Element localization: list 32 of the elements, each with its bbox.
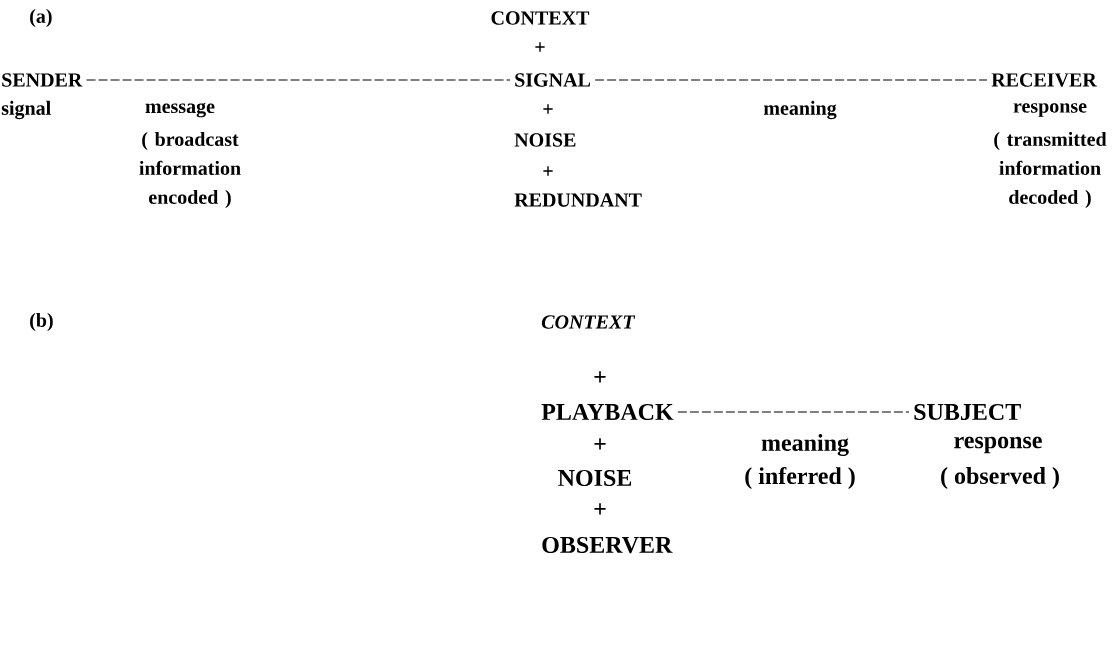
text-label: response xyxy=(954,436,1042,454)
text-label: ( observed ) xyxy=(941,467,1059,489)
text-label: meaning xyxy=(763,100,837,120)
node-label: SUBJECT xyxy=(914,403,1021,421)
text-label: + xyxy=(594,371,606,383)
text-label: (a) xyxy=(30,8,52,28)
text-label: REDUNDANT xyxy=(514,193,642,207)
text-label: NOISE xyxy=(558,469,632,487)
text-label: NOISE xyxy=(514,133,576,147)
node-label: SIGNAL xyxy=(515,73,591,87)
text-label: + xyxy=(594,438,606,450)
node-label: PLAYBACK xyxy=(541,403,674,421)
dashed-line xyxy=(86,79,511,81)
node-label: RECEIVER xyxy=(991,73,1097,87)
text-label: (b) xyxy=(30,312,53,332)
node-label: SENDER xyxy=(2,73,83,87)
text-label: + xyxy=(535,42,545,52)
text-label: CONTEXT xyxy=(491,11,590,25)
text-label: + xyxy=(543,166,553,176)
dashed-line xyxy=(594,79,988,81)
text-label: meaning xyxy=(761,434,849,456)
dashed-line xyxy=(677,411,910,413)
text-label: ( transmitted information decoded ) xyxy=(994,131,1107,209)
text-label: OBSERVER xyxy=(542,536,673,554)
text-label: + xyxy=(543,104,553,114)
text-label: message xyxy=(145,102,215,118)
text-label: response xyxy=(1013,103,1087,117)
text-label: CONTEXT xyxy=(541,315,636,329)
text-label: ( broadcast information encoded ) xyxy=(139,131,241,209)
text-label: signal xyxy=(1,100,51,120)
text-label: ( inferred ) xyxy=(745,467,855,489)
text-label: + xyxy=(594,503,606,515)
